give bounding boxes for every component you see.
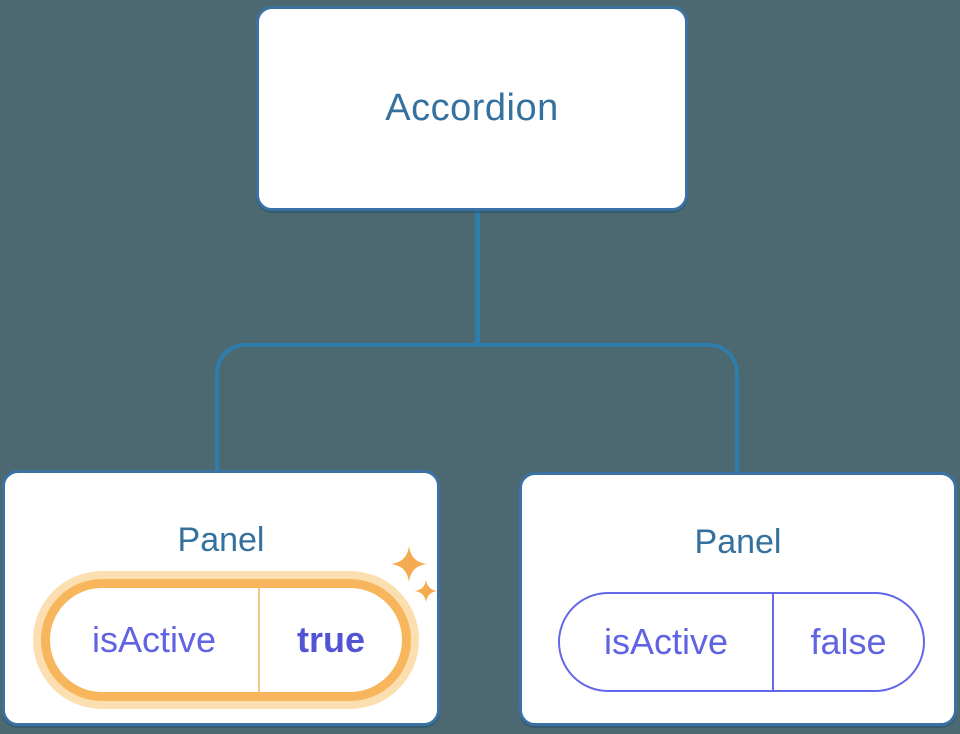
connector-bracket [215, 343, 739, 472]
state-name: isActive [560, 594, 774, 690]
accordion-node: Accordion [256, 6, 688, 211]
state-value: true [296, 619, 365, 660]
state-value: false [810, 621, 887, 662]
connector-stem [475, 209, 480, 347]
panel-label: Panel [177, 521, 265, 559]
panel-node-active: Panel isActive true [2, 470, 440, 726]
panel-label: Panel [694, 523, 782, 561]
accordion-label: Accordion [385, 87, 559, 129]
state-name: isActive [50, 588, 260, 692]
sparkle-icon [391, 546, 427, 582]
state-pill-active: isActive true [41, 579, 411, 701]
state-pill-inactive: isActive false [558, 592, 925, 692]
sparkle-icon [414, 579, 438, 603]
panel-node-inactive: Panel isActive false [519, 472, 957, 726]
